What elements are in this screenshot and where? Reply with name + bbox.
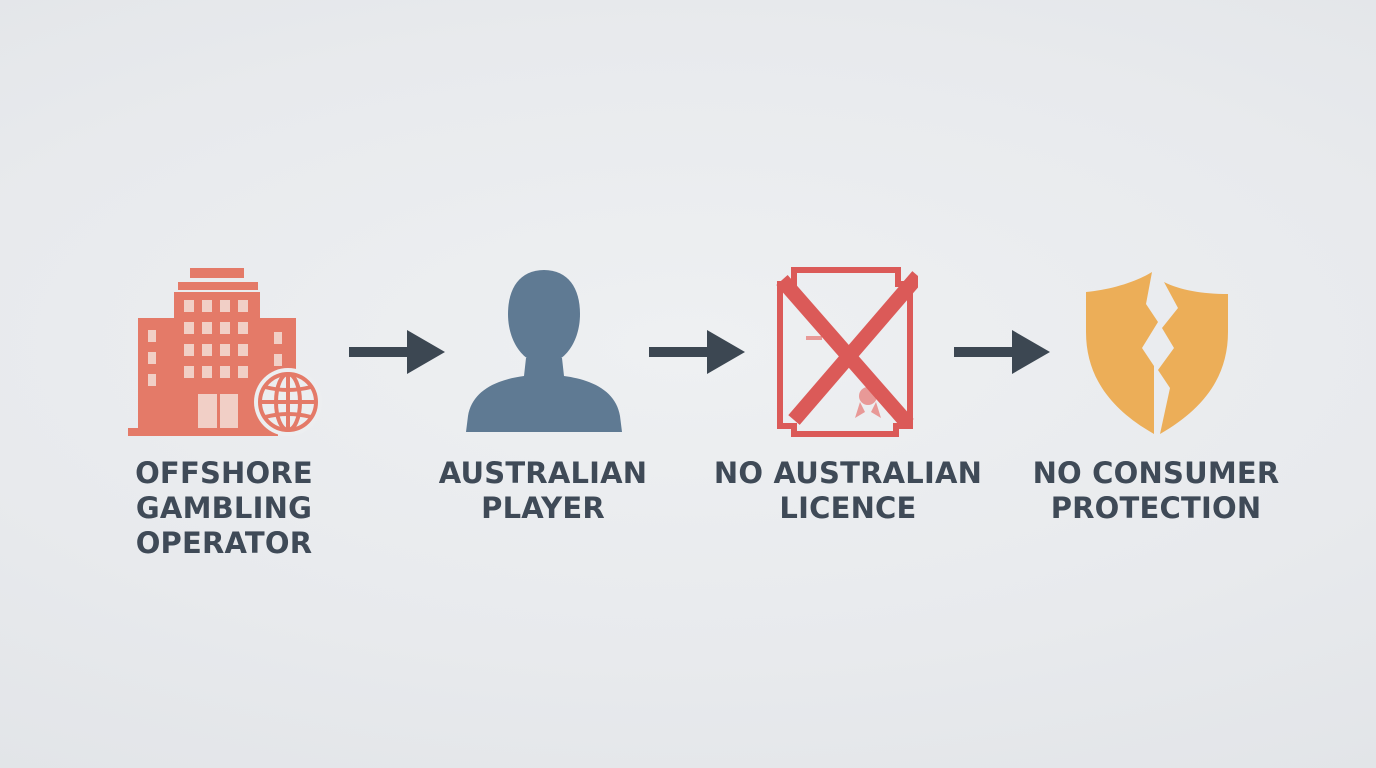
person-icon [466,270,622,432]
label-line: NO CONSUMER [1032,456,1280,490]
step-label-australian-player: AUSTRALIAN PLAYER [393,456,693,526]
arrow-right-icon [649,330,745,374]
broken-shield-icon [1086,272,1228,434]
label-line: OFFSHORE [135,456,313,490]
label-line: PROTECTION [1050,491,1262,525]
crossed-out-licence-icon [776,267,918,437]
label-line: LICENCE [779,491,917,525]
label-line: PLAYER [481,491,605,525]
label-line: OPERATOR [135,526,313,560]
label-line: NO AUSTRALIAN [713,456,983,490]
arrow-right-icon [954,330,1050,374]
step-label-no-consumer-protection: NO CONSUMER PROTECTION [1006,456,1306,526]
label-line: GAMBLING [135,491,313,525]
step-label-no-australian-licence: NO AUSTRALIAN LICENCE [698,456,998,526]
building-globe-icon [128,268,322,436]
label-line: AUSTRALIAN [438,456,648,490]
arrow-right-icon [349,330,445,374]
step-label-offshore-operator: OFFSHORE GAMBLING OPERATOR [74,456,374,561]
